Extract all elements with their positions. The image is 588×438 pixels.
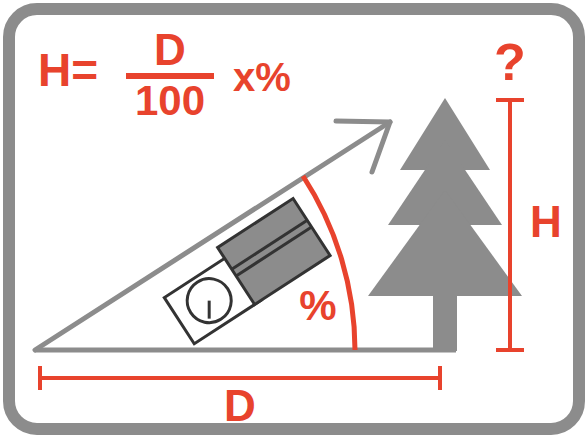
angle-label: % bbox=[299, 285, 336, 327]
formula-lhs: H= bbox=[38, 47, 98, 93]
formula-numerator: D bbox=[154, 28, 186, 72]
height-label: H bbox=[530, 200, 562, 244]
unknown-mark: ? bbox=[494, 36, 526, 88]
formula-factor: x% bbox=[233, 57, 291, 97]
formula-denominator: 100 bbox=[135, 80, 205, 122]
arrow-head bbox=[336, 121, 390, 172]
tree bbox=[368, 98, 522, 351]
frame bbox=[9, 9, 579, 429]
fraction-bar bbox=[126, 73, 214, 79]
ground-line bbox=[35, 348, 456, 353]
sight-line bbox=[35, 122, 390, 350]
height-dimension bbox=[496, 100, 524, 350]
distance-label: D bbox=[224, 384, 256, 428]
